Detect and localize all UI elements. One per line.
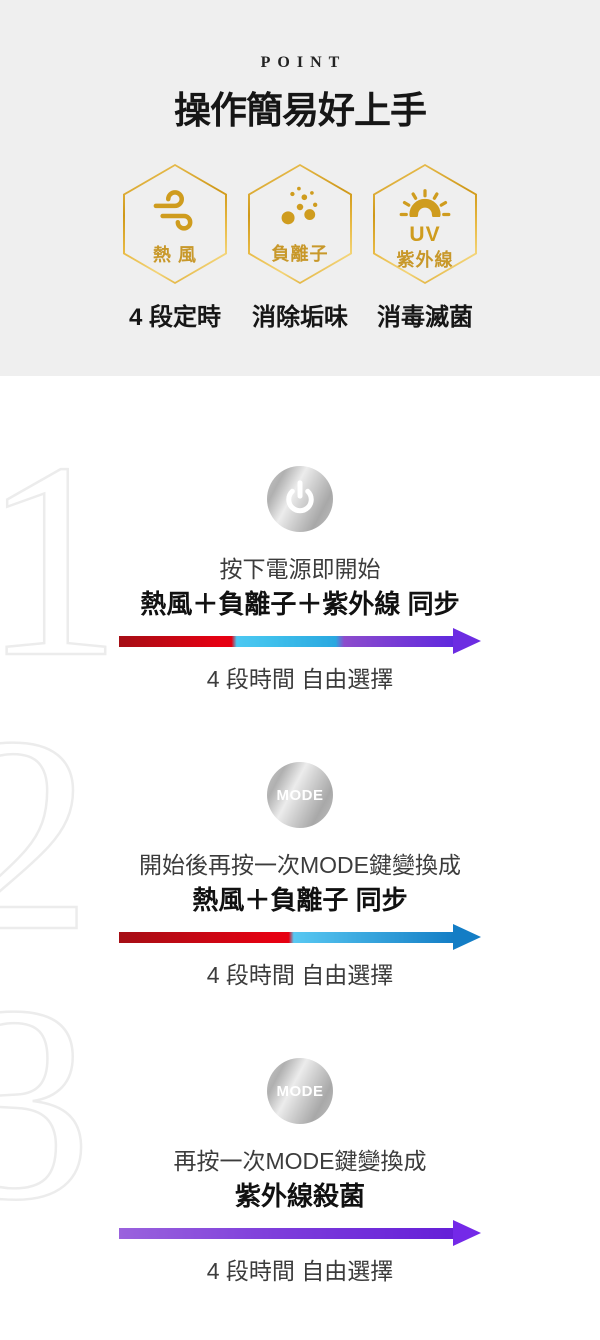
hexagon-label: 熱 風 [152, 244, 197, 265]
hero-title: 操作簡易好上手 [174, 90, 427, 131]
feature-ions: 負離子 消除垢味 [238, 164, 363, 332]
step-line2: 熱風＋負離子 同步 [192, 885, 408, 915]
uv-sun-icon [395, 177, 455, 222]
steps-section: 1 2 3 按下電源即開始 熱風＋負離子＋紫外線 同步 [0, 376, 600, 1286]
feature-caption: 4 段定時 [128, 304, 221, 331]
feature-caption: 消毒滅菌 [377, 304, 473, 331]
step-line1: 開始後再按一次MODE鍵變換成 [139, 852, 461, 878]
feature-hexagon-hot-air: 熱 風 [123, 164, 227, 284]
hero-section: POINT 操作簡易好上手 熱 [0, 0, 600, 376]
hexagon-label: 負離子 [271, 243, 329, 264]
step-line2: 熱風＋負離子＋紫外線 同步 [140, 589, 460, 619]
ions-icon [274, 183, 326, 236]
mode-button-label: MODE [276, 1082, 324, 1100]
wind-icon [148, 182, 202, 237]
mode-button-label: MODE [276, 786, 324, 804]
feature-row: 熱 風 4 段定時 [0, 164, 600, 332]
gradient-arrow-3 [0, 1220, 600, 1246]
mode-button: MODE [267, 762, 333, 828]
feature-hot-air: 熱 風 4 段定時 [113, 164, 238, 332]
hexagon-inner: UV 紫外線 [375, 166, 475, 282]
step-caption: 4 段時間 自由選擇 [206, 962, 394, 988]
feature-caption: 消除垢味 [252, 304, 348, 331]
power-button [267, 466, 333, 532]
step-1: 按下電源即開始 熱風＋負離子＋紫外線 同步 [0, 466, 600, 694]
power-icon [280, 477, 320, 522]
point-kicker: POINT [260, 54, 347, 71]
step-caption: 4 段時間 自由選擇 [206, 1258, 394, 1284]
step-3: MODE 再按一次MODE鍵變換成 紫外線殺菌 4 段時 [0, 1058, 600, 1286]
uv-word: UV [409, 222, 441, 246]
gradient-arrow-1 [0, 628, 600, 654]
feature-uv: UV 紫外線 消毒滅菌 [363, 164, 488, 332]
feature-hexagon-uv: UV 紫外線 [373, 164, 477, 284]
step-line2: 紫外線殺菌 [234, 1181, 365, 1211]
hexagon-label: 紫外線 [396, 249, 454, 270]
step-2: MODE 開始後再按一次MODE鍵變換成 熱風＋負離子 同步 [0, 762, 600, 990]
step-line1: 按下電源即開始 [219, 556, 381, 582]
hexagon-inner: 負離子 [250, 166, 350, 282]
feature-hexagon-ions: 負離子 [248, 164, 352, 284]
gradient-arrow-2 [0, 924, 600, 950]
hexagon-inner: 熱 風 [125, 166, 225, 282]
step-caption: 4 段時間 自由選擇 [206, 666, 394, 692]
mode-button: MODE [267, 1058, 333, 1124]
step-line1: 再按一次MODE鍵變換成 [173, 1148, 427, 1174]
